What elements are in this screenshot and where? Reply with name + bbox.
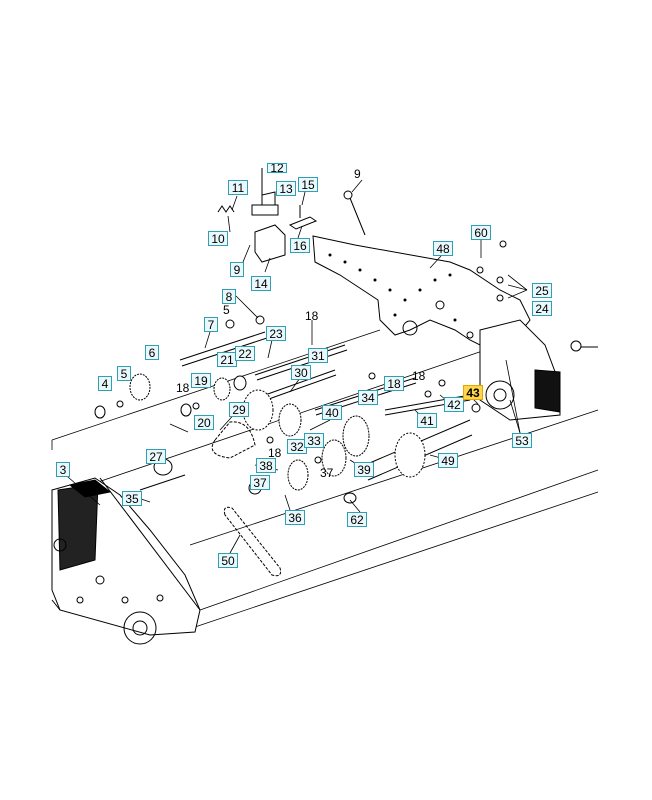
callout-38[interactable]: 38 <box>256 458 276 473</box>
callout-37[interactable]: 37 <box>250 475 270 490</box>
callout-23[interactable]: 23 <box>266 326 286 341</box>
callout-60[interactable]: 60 <box>471 225 491 240</box>
callout-36[interactable]: 36 <box>285 510 305 525</box>
callout-49[interactable]: 49 <box>438 453 458 468</box>
callout-31[interactable]: 31 <box>308 348 328 363</box>
callout-35[interactable]: 35 <box>122 491 142 506</box>
callout-8[interactable]: 8 <box>222 289 236 304</box>
callout-43-highlighted[interactable]: 43 <box>463 385 483 400</box>
callout-24[interactable]: 24 <box>532 301 552 316</box>
label-18-right: 18 <box>412 369 426 383</box>
main-housing <box>51 477 201 645</box>
callout-5[interactable]: 5 <box>117 366 131 381</box>
callout-48[interactable]: 48 <box>433 241 453 256</box>
callout-27[interactable]: 27 <box>146 449 166 464</box>
label-18-top: 18 <box>305 309 319 323</box>
callout-20[interactable]: 20 <box>194 415 214 430</box>
callout-13[interactable]: 13 <box>276 181 296 196</box>
callout-41[interactable]: 41 <box>417 413 437 428</box>
callout-32[interactable]: 32 <box>287 439 307 454</box>
callout-15[interactable]: 15 <box>298 177 318 192</box>
callout-18-right[interactable]: 18 <box>384 376 404 391</box>
callout-10[interactable]: 10 <box>208 231 228 246</box>
callout-30[interactable]: 30 <box>291 365 311 380</box>
callout-62[interactable]: 62 <box>347 512 367 527</box>
washers <box>116 240 507 464</box>
callout-4[interactable]: 4 <box>98 376 112 391</box>
callout-34[interactable]: 34 <box>358 390 378 405</box>
callout-12[interactable]: 12 <box>267 163 287 173</box>
callout-16[interactable]: 16 <box>290 238 310 253</box>
callout-7[interactable]: 7 <box>204 317 218 332</box>
label-18-left: 18 <box>176 381 190 395</box>
label-5-upper: 5 <box>223 303 230 317</box>
label-9-top: 9 <box>354 167 361 181</box>
callout-40[interactable]: 40 <box>322 405 342 420</box>
callout-33[interactable]: 33 <box>304 433 324 448</box>
callout-42[interactable]: 42 <box>444 397 464 412</box>
callout-53[interactable]: 53 <box>512 433 532 448</box>
callout-19[interactable]: 19 <box>191 373 211 388</box>
label-37-mid: 37 <box>320 466 334 480</box>
callout-3[interactable]: 3 <box>56 462 70 477</box>
end-housing <box>479 319 598 421</box>
callout-9[interactable]: 9 <box>230 262 244 277</box>
callout-6[interactable]: 6 <box>145 345 159 360</box>
callout-11[interactable]: 11 <box>228 180 248 195</box>
callout-21[interactable]: 21 <box>217 352 237 367</box>
upper-bracket <box>217 168 366 263</box>
leader-lines <box>59 179 528 554</box>
gears <box>94 373 426 504</box>
callout-22[interactable]: 22 <box>235 346 255 361</box>
callout-39[interactable]: 39 <box>354 462 374 477</box>
callout-50[interactable]: 50 <box>218 553 238 568</box>
callout-29[interactable]: 29 <box>229 402 249 417</box>
label-18-lower: 18 <box>268 446 282 460</box>
chains <box>211 421 282 577</box>
callout-14[interactable]: 14 <box>251 276 271 291</box>
side-plate <box>312 235 531 351</box>
callout-25[interactable]: 25 <box>532 283 552 298</box>
